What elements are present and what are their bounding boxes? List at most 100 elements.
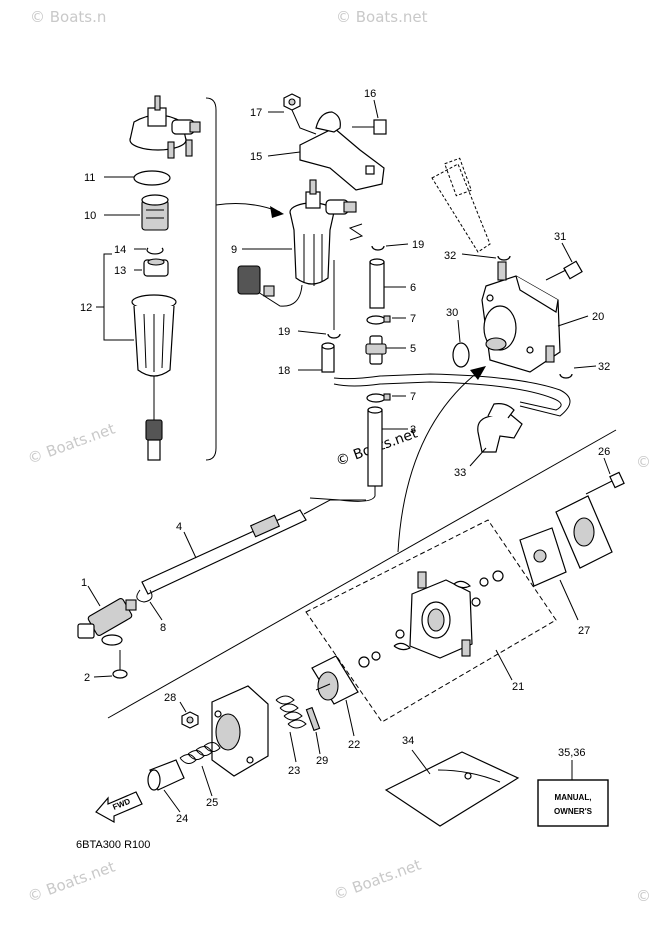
watermark-top-right: © Boats.net: [336, 8, 428, 26]
leader-29: [315, 731, 321, 755]
leader-24: [163, 789, 181, 813]
clip-ring: [146, 247, 164, 255]
pump-clip-lower: [559, 373, 573, 379]
hex-nut: [283, 93, 301, 111]
callout-33: 33: [454, 467, 466, 479]
fuel-filter-assy: [237, 179, 357, 307]
filter-element: [141, 194, 169, 231]
watermark-mid-right: ©: [636, 453, 651, 471]
fwd-arrow: FWD: [95, 791, 143, 824]
spring-25: [179, 742, 221, 764]
fuel-line-4: [141, 499, 366, 595]
guide-zigzag: [348, 223, 364, 241]
screw-2: [112, 650, 128, 679]
watermark-bottom-center: © Boats.net: [331, 856, 423, 904]
callout-32a: 32: [444, 250, 456, 262]
leader-20: [557, 315, 589, 327]
callout-7b: 7: [410, 391, 416, 403]
manual-line2: OWNER'S: [554, 807, 593, 816]
callout-11: 11: [84, 172, 95, 184]
filter-head-assembly: [129, 95, 201, 159]
callout-1: 1: [81, 577, 87, 589]
callout-18: 18: [278, 365, 290, 377]
hose-joint: [365, 335, 387, 365]
hose-clamp-upper: [366, 315, 391, 325]
callout-16: 16: [364, 88, 376, 100]
callout-9: 9: [231, 244, 237, 256]
fuel-hose-18: [321, 342, 571, 417]
pump-reference-shaft: [431, 157, 491, 253]
leader-32b: [573, 365, 597, 369]
callout-19b: 19: [278, 326, 290, 338]
leader-32a: [461, 253, 497, 259]
clip-8: [136, 589, 153, 603]
leader-15: [267, 151, 301, 157]
leader-21: [495, 649, 513, 681]
callout-21: 21: [512, 681, 524, 693]
leader-2: [93, 675, 113, 678]
callout-13: 13: [114, 265, 126, 277]
diagonal-divider: [107, 429, 617, 719]
leader-16: [373, 99, 379, 119]
watermark-bottom-left: © Boats.net: [25, 858, 117, 906]
callout-31: 31: [554, 231, 566, 243]
leader-31: [561, 242, 573, 263]
callout-5: 5: [410, 343, 416, 355]
callout-29: 29: [316, 755, 328, 767]
callout-32b: 32: [598, 361, 610, 373]
hose-clamp-lower: [366, 393, 391, 403]
pump-bolt: [545, 260, 583, 281]
pump-arrow: [397, 371, 479, 553]
fuel-connector: [77, 598, 137, 646]
callout-19a: 19: [412, 239, 424, 251]
pump-housing: [211, 685, 269, 777]
pump-body-lower: [395, 571, 481, 659]
mount-bracket: [299, 111, 385, 191]
owners-manual: MANUAL, OWNER'S: [537, 779, 609, 827]
leader-28: [179, 701, 187, 713]
bracket-bolt: [352, 119, 387, 135]
callout-2: 2: [84, 672, 90, 684]
leader-8: [149, 601, 163, 621]
callout-25: 25: [206, 797, 218, 809]
plunger-24: [147, 759, 185, 791]
group-bracket: [205, 97, 217, 461]
pump-gasket-27: [519, 527, 567, 587]
callout-34: 34: [402, 735, 414, 747]
hose-holder: [477, 403, 523, 453]
callout-22: 22: [348, 739, 360, 751]
callout-27: 27: [578, 625, 590, 637]
leader-12: [96, 253, 134, 341]
check-valve-parts: [358, 570, 504, 668]
callout-7a: 7: [410, 313, 416, 325]
fuel-pump: [481, 261, 561, 373]
leader-17: [268, 109, 317, 135]
callout-20: 20: [592, 311, 604, 323]
spring-23: [275, 695, 307, 729]
callout-15: 15: [250, 151, 262, 163]
leader-4: [183, 531, 197, 559]
pump-cover: [555, 495, 613, 569]
callout-8: 8: [160, 622, 166, 634]
callout-3: 3: [410, 424, 416, 436]
leader-19b: [297, 330, 327, 335]
callout-12: 12: [80, 302, 92, 314]
leader-27: [559, 579, 579, 621]
nut-28: [181, 711, 199, 729]
hose-clip-upper: [371, 245, 385, 251]
leader-33: [469, 447, 487, 467]
filter-bowl: [131, 294, 177, 461]
callout-28: 28: [164, 692, 176, 704]
pin-29: [305, 706, 321, 732]
leader-1: [87, 585, 101, 607]
callout-26: 26: [598, 446, 610, 458]
watermark-bottom-right: ©: [636, 887, 651, 905]
pump-arrow-head: [470, 366, 486, 380]
callout-24: 24: [176, 813, 188, 825]
callout-6: 6: [410, 282, 416, 294]
fuel-hose-3: [309, 406, 383, 502]
callout-30: 30: [446, 307, 458, 319]
screw-26: [585, 471, 625, 495]
o-ring: [133, 170, 171, 186]
